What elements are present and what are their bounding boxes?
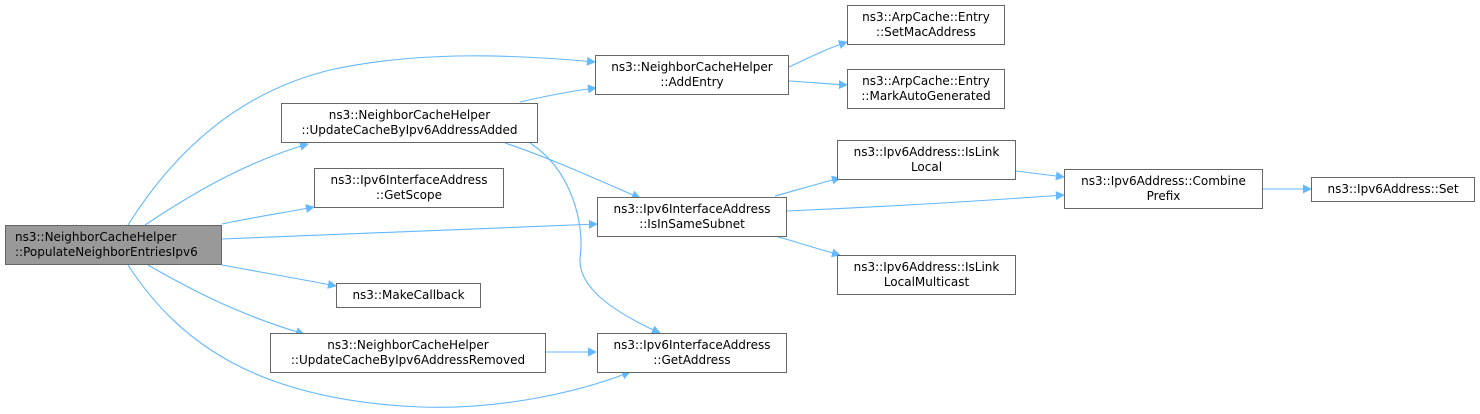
node-is-in-same-subnet[interactable]: ns3::Ipv6InterfaceAddress ::IsInSameSubn… bbox=[597, 197, 787, 237]
edge-is-in-same-subnet-to-combine-prefix bbox=[786, 191, 1065, 212]
edge-is-link-local-to-combine-prefix bbox=[1015, 170, 1065, 181]
node-update-added-line2: ::UpdateCacheByIpv6AddressAdded bbox=[301, 123, 518, 137]
node-make-callback-line1: ns3::MakeCallback bbox=[352, 288, 465, 302]
edge-populate-to-update-added bbox=[144, 141, 309, 226]
node-set-mac-address[interactable]: ns3::ArpCache::Entry ::SetMacAddress bbox=[847, 5, 1005, 45]
edge-populate-to-is-in-same-subnet bbox=[221, 219, 598, 240]
edge-populate-to-make-callback bbox=[221, 264, 337, 289]
node-update-cache-removed[interactable]: ns3::NeighborCacheHelper ::UpdateCacheBy… bbox=[270, 333, 546, 373]
node-get-address[interactable]: ns3::Ipv6InterfaceAddress ::GetAddress bbox=[597, 333, 787, 373]
edge-update-added-to-is-in-same-subnet bbox=[504, 142, 641, 199]
node-is-link-local-multicast[interactable]: ns3::Ipv6Address::IsLink LocalMulticast bbox=[837, 255, 1016, 295]
node-update-removed-line1: ns3::NeighborCacheHelper bbox=[327, 338, 489, 352]
edge-populate-to-update-removed bbox=[147, 264, 305, 337]
node-get-scope-line1: ns3::Ipv6InterfaceAddress bbox=[330, 173, 488, 187]
node-mark-auto-line2: ::MarkAutoGenerated bbox=[861, 89, 991, 103]
edge-add-entry-to-set-mac bbox=[788, 40, 848, 68]
node-set-mac-line2: ::SetMacAddress bbox=[876, 25, 976, 39]
node-update-added-line1: ns3::NeighborCacheHelper bbox=[328, 108, 491, 122]
node-mark-auto-generated[interactable]: ns3::ArpCache::Entry ::MarkAutoGenerated bbox=[847, 69, 1005, 109]
node-populate-line1: ns3::NeighborCacheHelper bbox=[15, 230, 177, 244]
edge-populate-to-get-address bbox=[127, 264, 631, 408]
node-combine-prefix-line2: Prefix bbox=[1146, 189, 1181, 203]
node-update-removed-line2: ::UpdateCacheByIpv6AddressRemoved bbox=[290, 353, 526, 367]
node-combine-prefix-line1: ns3::Ipv6Address::Combine bbox=[1081, 174, 1246, 188]
node-mark-auto-line1: ns3::ArpCache::Entry bbox=[862, 74, 990, 88]
edge-is-in-same-subnet-to-is-link-local-mc bbox=[774, 235, 841, 258]
edge-is-in-same-subnet-to-is-link-local bbox=[774, 175, 841, 197]
edge-update-added-to-get-address bbox=[529, 142, 661, 334]
node-get-scope[interactable]: ns3::Ipv6InterfaceAddress ::GetScope bbox=[314, 168, 504, 208]
node-set-line1: ns3::Ipv6Address::Set bbox=[1327, 182, 1459, 196]
edge-update-added-to-add-entry bbox=[519, 84, 597, 103]
node-set-mac-line1: ns3::ArpCache::Entry bbox=[862, 10, 990, 24]
node-populate-neighbor-entries-ipv6: ns3::NeighborCacheHelper ::PopulateNeigh… bbox=[5, 225, 222, 265]
node-ipv6-address-set[interactable]: ns3::Ipv6Address::Set bbox=[1311, 177, 1475, 202]
edge-populate-to-add-entry bbox=[127, 55, 596, 226]
node-is-link-local-line2: Local bbox=[910, 160, 943, 174]
node-is-in-same-subnet-line2: ::IsInSameSubnet bbox=[639, 217, 745, 231]
node-add-entry[interactable]: ns3::NeighborCacheHelper ::AddEntry bbox=[595, 55, 789, 95]
node-is-link-local-line1: ns3::Ipv6Address::IsLink bbox=[853, 145, 1000, 159]
edge-add-entry-to-mark-auto bbox=[788, 80, 848, 90]
node-is-link-local-mc-line2: LocalMulticast bbox=[883, 275, 970, 289]
node-make-callback[interactable]: ns3::MakeCallback bbox=[336, 283, 481, 308]
node-get-address-line1: ns3::Ipv6InterfaceAddress bbox=[613, 338, 771, 352]
node-get-scope-line2: ::GetScope bbox=[375, 188, 443, 202]
node-is-link-local[interactable]: ns3::Ipv6Address::IsLink Local bbox=[837, 140, 1016, 180]
node-is-link-local-mc-line1: ns3::Ipv6Address::IsLink bbox=[853, 260, 1000, 274]
node-add-entry-line1: ns3::NeighborCacheHelper bbox=[611, 60, 773, 74]
node-is-in-same-subnet-line1: ns3::Ipv6InterfaceAddress bbox=[613, 202, 771, 216]
node-combine-prefix[interactable]: ns3::Ipv6Address::Combine Prefix bbox=[1064, 169, 1263, 209]
edge-populate-to-get-scope bbox=[221, 204, 315, 225]
node-get-address-line2: ::GetAddress bbox=[653, 353, 731, 367]
node-add-entry-line2: ::AddEntry bbox=[660, 75, 724, 89]
node-populate-line2: ::PopulateNeighborEntriesIpv6 bbox=[15, 245, 198, 259]
node-update-cache-added[interactable]: ns3::NeighborCacheHelper ::UpdateCacheBy… bbox=[281, 103, 538, 143]
